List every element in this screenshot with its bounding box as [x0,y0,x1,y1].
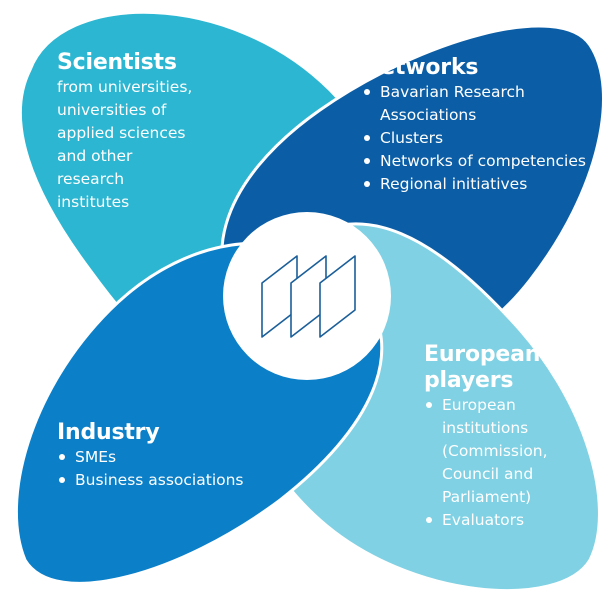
networks-title: Networks [362,55,479,80]
european-item-label-cont: Council and [442,465,534,483]
networks-item-label: Clusters [380,129,444,147]
networks-item: Regional initiatives [362,173,607,196]
european-item-label-cont: (Commission, [442,442,548,460]
scientists-title: Scientists [57,50,177,75]
networks-item-label: Bavarian Research [380,83,525,101]
industry-title: Industry [57,420,160,445]
european-item-label: European [442,396,516,414]
european-title: European players [424,342,594,394]
scientists-line: institutes [57,193,130,211]
european-list: European institutions (Commission, Counc… [424,394,594,532]
networks-item: Networks of competencies [362,150,607,173]
industry-item: Business associations [57,469,287,492]
networks-item: Clusters [362,127,607,150]
industry-item-label: SMEs [75,448,117,466]
networks-item-label: Networks of competencies [380,152,586,170]
scientists-line: applied sciences [57,124,186,142]
european-item: European institutions (Commission, Counc… [424,394,594,509]
european-item: Evaluators [424,509,594,532]
european-title-line1: European [424,342,541,367]
european-item-label-cont: institutions [442,419,529,437]
european-block: European players European institutions (… [424,342,594,532]
scientists-line: from universities, [57,78,193,96]
overlapping-documents-icon [261,255,356,338]
industry-item: SMEs [57,446,287,469]
scientists-line: and other [57,147,133,165]
networks-item-label-cont: Associations [380,106,477,124]
european-item-label: Evaluators [442,511,525,529]
european-title-line2: players [424,368,514,393]
scientists-block: Scientists from universities, universiti… [57,50,227,214]
scientists-line: universities of [57,101,167,119]
scientists-line: research [57,170,125,188]
european-item-label-cont: Parliament) [442,488,532,506]
industry-item-label: Business associations [75,471,244,489]
networks-item-label: Regional initiatives [380,175,528,193]
industry-list: SMEs Business associations [57,446,287,492]
industry-block: Industry SMEs Business associations [57,420,287,492]
